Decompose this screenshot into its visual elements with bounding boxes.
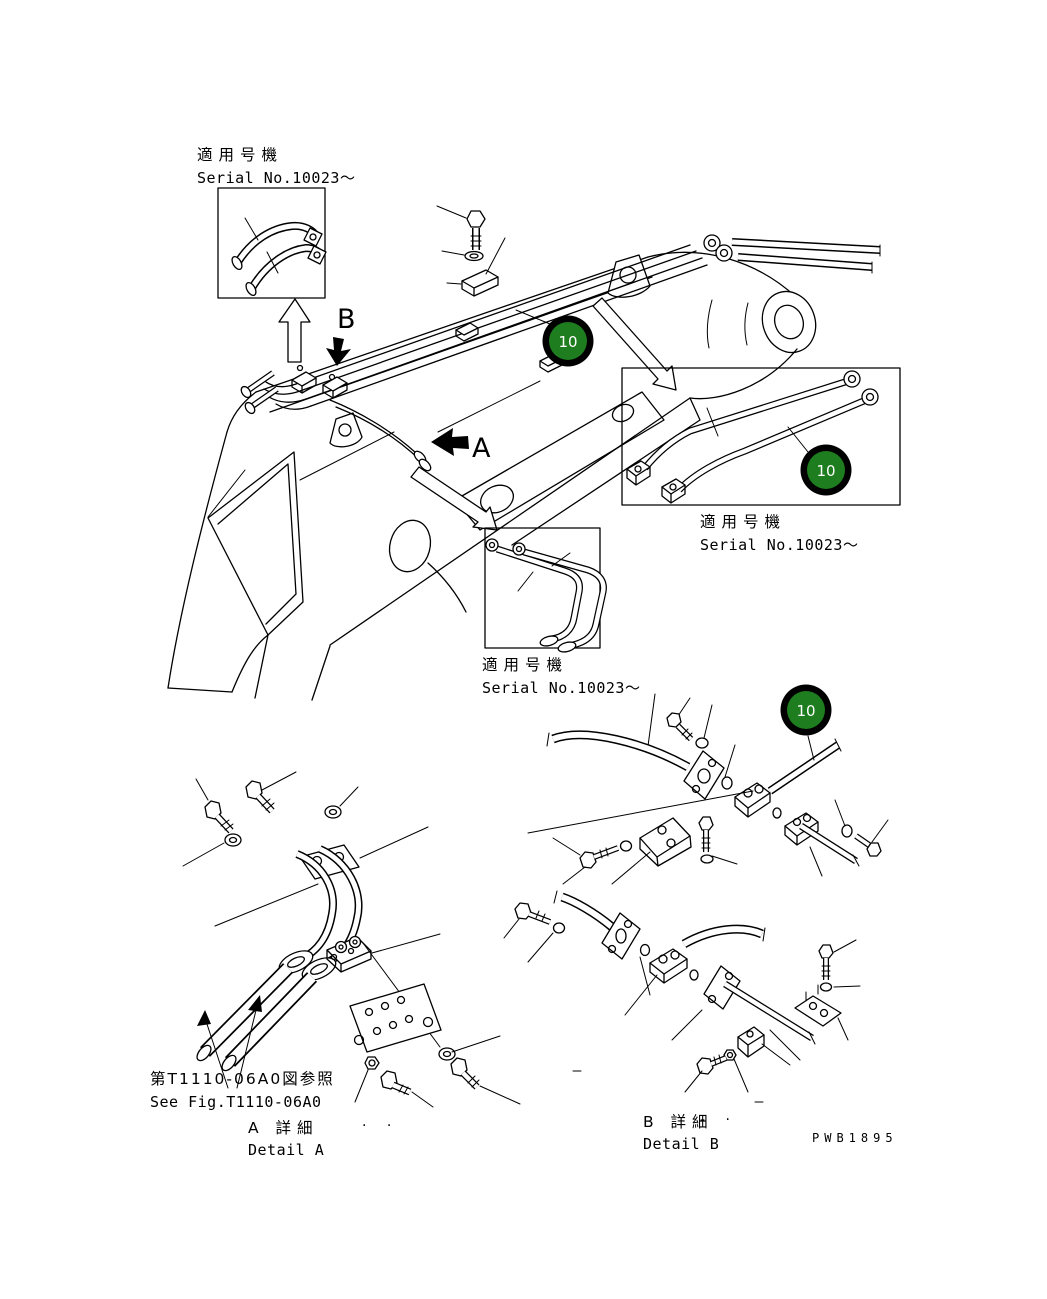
bolt-head (698, 816, 714, 831)
serial-label-en-middle: Serial No.10023～ (482, 679, 640, 697)
view-a-arrow-icon (431, 428, 469, 456)
bolt-head (245, 780, 263, 800)
nut (723, 1049, 737, 1061)
bolt-head (696, 1057, 714, 1075)
callouts: 10 10 10 (515, 309, 852, 761)
clamp-block (737, 1026, 765, 1046)
detail-a-marks: · · (362, 1118, 399, 1134)
flange (683, 750, 725, 800)
boom-foot-boss (388, 519, 432, 573)
washer (464, 250, 484, 262)
serial-label-jp-top-left: 適用号機 (197, 146, 283, 164)
callout-number: 10 (816, 462, 835, 480)
o-ring (721, 776, 733, 790)
nut (364, 1056, 380, 1070)
boom-foot-lug (329, 412, 363, 448)
serial-label-jp-right: 適用号機 (700, 513, 786, 531)
callout-number: 10 (796, 702, 815, 720)
boom-tip-boss (761, 290, 817, 354)
boom-foot-window (207, 451, 304, 636)
pipe-clamp (322, 376, 348, 392)
o-ring (772, 807, 782, 819)
washer (700, 854, 714, 864)
inset-frame (621, 367, 901, 506)
serial-label-jp-middle: 適用号機 (482, 656, 568, 674)
hollow-arrow-to-right-inset-icon (592, 297, 677, 391)
hollow-arrow-to-middle-inset-icon (410, 466, 498, 531)
washer (695, 737, 709, 749)
bolt-head (450, 1057, 468, 1077)
ref-arrow-icon (248, 995, 262, 1012)
washer (841, 824, 853, 838)
washer (619, 840, 633, 852)
detail-b-label-jp: B 詳細 (643, 1113, 714, 1131)
bolt-head (579, 851, 597, 869)
ref-arrow-icon (197, 1010, 211, 1026)
detail-a-drawing (182, 771, 521, 1108)
inset-frame (217, 187, 326, 299)
view-b-letter: B (337, 304, 356, 335)
view-arrows (278, 297, 677, 531)
washer (819, 982, 833, 992)
serial-label-en-right: Serial No.10023～ (700, 536, 858, 554)
detail-b-drawing (503, 693, 889, 1103)
view-b-arrow-icon (326, 337, 351, 366)
o-ring (639, 943, 651, 957)
callout-number: 10 (558, 333, 577, 351)
bolt-head (466, 210, 486, 228)
callout-10-boom[interactable]: 10 (542, 315, 594, 367)
washer (438, 1047, 456, 1061)
hollow-up-arrow-icon (278, 298, 311, 363)
detail-b-marks: - · (700, 1112, 738, 1128)
junction-block (734, 782, 771, 809)
bolt-head (666, 712, 682, 728)
boom-piping (240, 244, 708, 472)
washer (224, 833, 242, 847)
pipe-clamp (455, 322, 479, 336)
see-fig-label-en: See Fig.T1110-06A0 (150, 1093, 322, 1111)
inset-box-middle (484, 527, 607, 653)
detail-a-label-en: Detail A (248, 1141, 324, 1159)
junction-block (649, 948, 688, 975)
inset-box-right (621, 367, 901, 506)
detail-a-label-jp: A 詳細 (248, 1119, 319, 1137)
pipe-clamp-block (461, 269, 499, 289)
serial-label-en-top-left: Serial No.10023～ (197, 169, 355, 187)
labels: 適用号機 Serial No.10023～ 適用号機 Serial No.100… (150, 146, 898, 1159)
bolt-head (204, 800, 222, 820)
washer (324, 805, 342, 819)
detail-b-label-en: Detail B (643, 1135, 719, 1153)
top-hardware (436, 205, 506, 297)
bolt-head (514, 902, 532, 920)
bolt-head (380, 1070, 398, 1090)
callout-10-detail-b[interactable]: 10 (780, 684, 832, 736)
tip-hoses (703, 234, 881, 274)
see-fig-label-jp: 第T1110-06A0図参照 (150, 1070, 335, 1088)
washer (552, 922, 566, 934)
callout-10-right-inset[interactable]: 10 (800, 444, 852, 496)
view-a-letter: A (472, 433, 491, 464)
bracket (794, 995, 842, 1027)
boom-body (167, 251, 817, 701)
bolt-head (866, 842, 882, 857)
boom-lug (607, 254, 651, 298)
o-ring (689, 969, 699, 981)
inset-box-top-left (217, 187, 327, 299)
bolt-head (818, 944, 834, 959)
drawing-number: PWB1895 (812, 1131, 898, 1145)
